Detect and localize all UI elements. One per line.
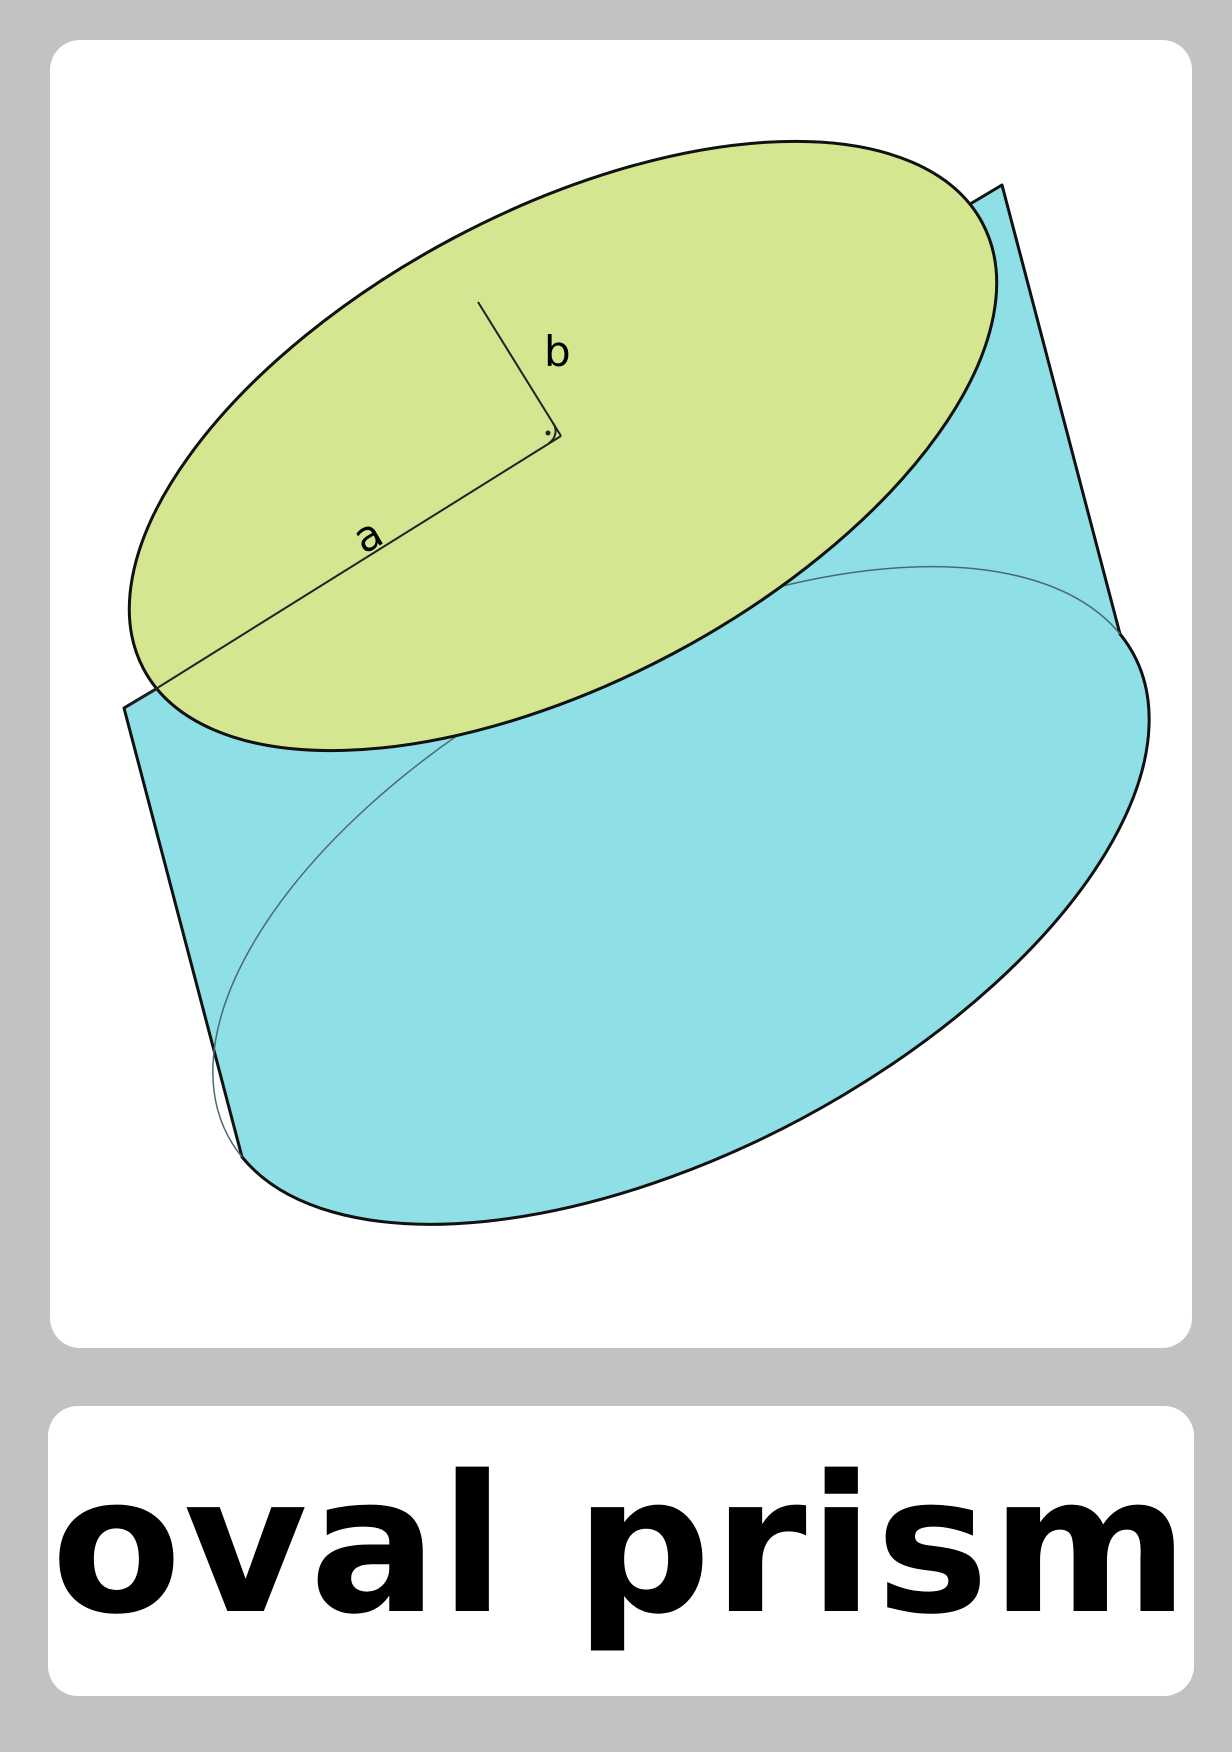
image-panel: a b [50,40,1192,1348]
label-b: b [544,327,571,376]
prism-top-face [127,139,999,753]
oval-prism-diagram: a b [122,139,1151,1226]
semi-axis-b-line [477,301,562,437]
shape-name-caption: oval prism [51,1435,1191,1656]
caption-panel: oval prism [48,1406,1194,1696]
semi-axis-a-line [129,435,562,706]
right-angle-dot [545,430,551,436]
right-angle-marker [548,422,557,444]
